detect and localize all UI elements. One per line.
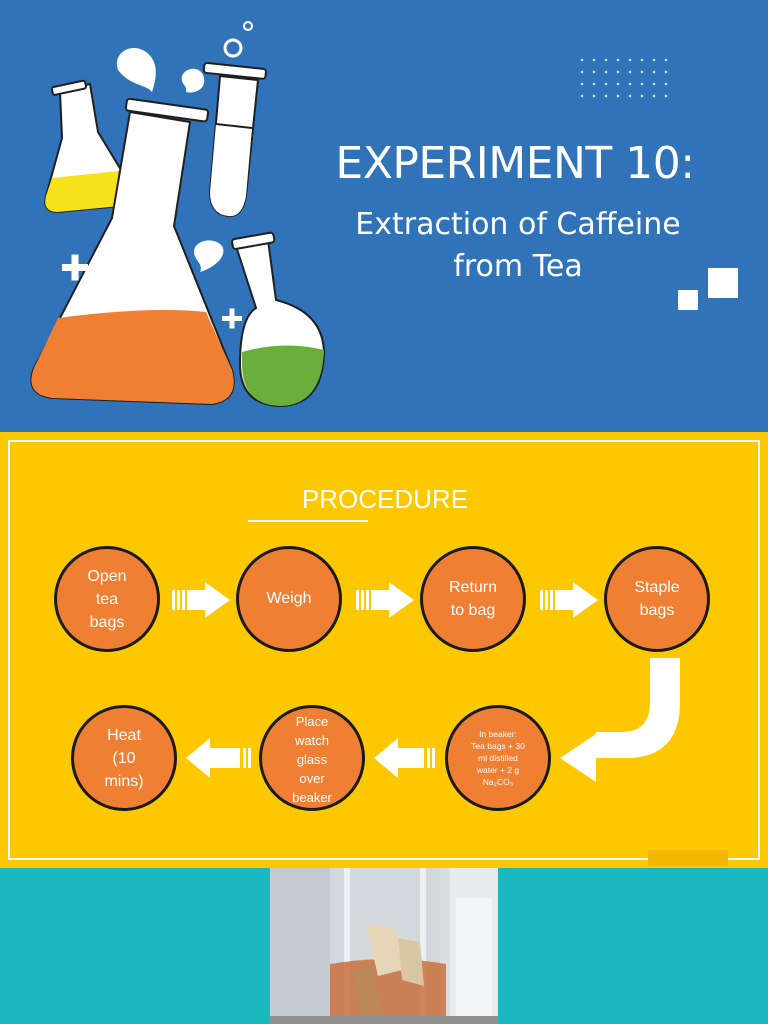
droplet-shape [181, 68, 205, 93]
arrow-right-icon [540, 582, 598, 618]
u-turn-arrow-icon [560, 658, 680, 782]
test-tube-icon [202, 61, 267, 218]
droplet-shape [116, 48, 156, 92]
round-flask-icon [231, 231, 326, 408]
plus-icon [62, 254, 88, 281]
flow-arrows [172, 582, 680, 782]
step-staple-bags: Staple bags [604, 546, 710, 652]
arrow-left-icon [186, 738, 251, 778]
beaker-photo [270, 868, 498, 1024]
step-open-tea-bags: Open tea bags [54, 546, 160, 652]
title-slide: EXPERIMENT 10: Extraction of Caffeine fr… [0, 0, 768, 432]
arrow-right-icon [172, 582, 230, 618]
step-in-beaker: In beaker: Tea bags + 30 ml distilled wa… [445, 705, 551, 811]
small-flask-icon [44, 79, 135, 214]
step-heat: Heat (10 mins) [71, 705, 177, 811]
arrow-right-icon [356, 582, 414, 618]
bubble-shape [223, 38, 243, 58]
arrow-left-icon [374, 738, 435, 778]
title-underline [248, 520, 368, 522]
slide-title: EXPERIMENT 10: [335, 138, 695, 189]
slide-border [8, 440, 760, 860]
step-place-watch-glass: Place watch glass over beaker [259, 705, 365, 811]
droplet-shape [194, 240, 224, 272]
slide-subtitle: Extraction of Caffeine from Tea [355, 207, 681, 284]
lab-glassware-illustration [30, 21, 326, 408]
bubble-shape [243, 21, 253, 31]
step-weigh: Weigh [236, 546, 342, 652]
lab-photo-thumbnail [270, 868, 498, 1024]
large-flask-icon [30, 97, 235, 406]
square-decoration [678, 268, 738, 310]
step-return-to-bag: Return to bag [420, 546, 526, 652]
procedure-title: PROCEDURE [301, 484, 469, 514]
accent-bar [648, 850, 728, 866]
dot-grid-decoration [580, 58, 668, 98]
plus-icon [222, 308, 242, 329]
